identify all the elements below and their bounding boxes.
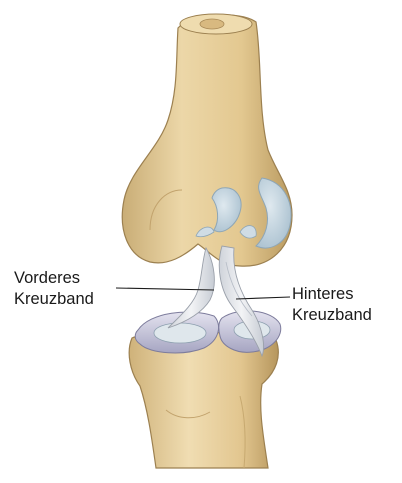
tibia (129, 332, 278, 468)
bone-marrow (200, 19, 224, 29)
label-anterior-line2: Kreuzband (14, 289, 94, 310)
label-anterior-line1: Vorderes (14, 268, 94, 289)
label-posterior-cruciate-ligament: Hinteres Kreuzband (292, 284, 372, 326)
label-posterior-line1: Hinteres (292, 284, 372, 305)
label-anterior-cruciate-ligament: Vorderes Kreuzband (14, 268, 94, 310)
label-posterior-line2: Kreuzband (292, 305, 372, 326)
